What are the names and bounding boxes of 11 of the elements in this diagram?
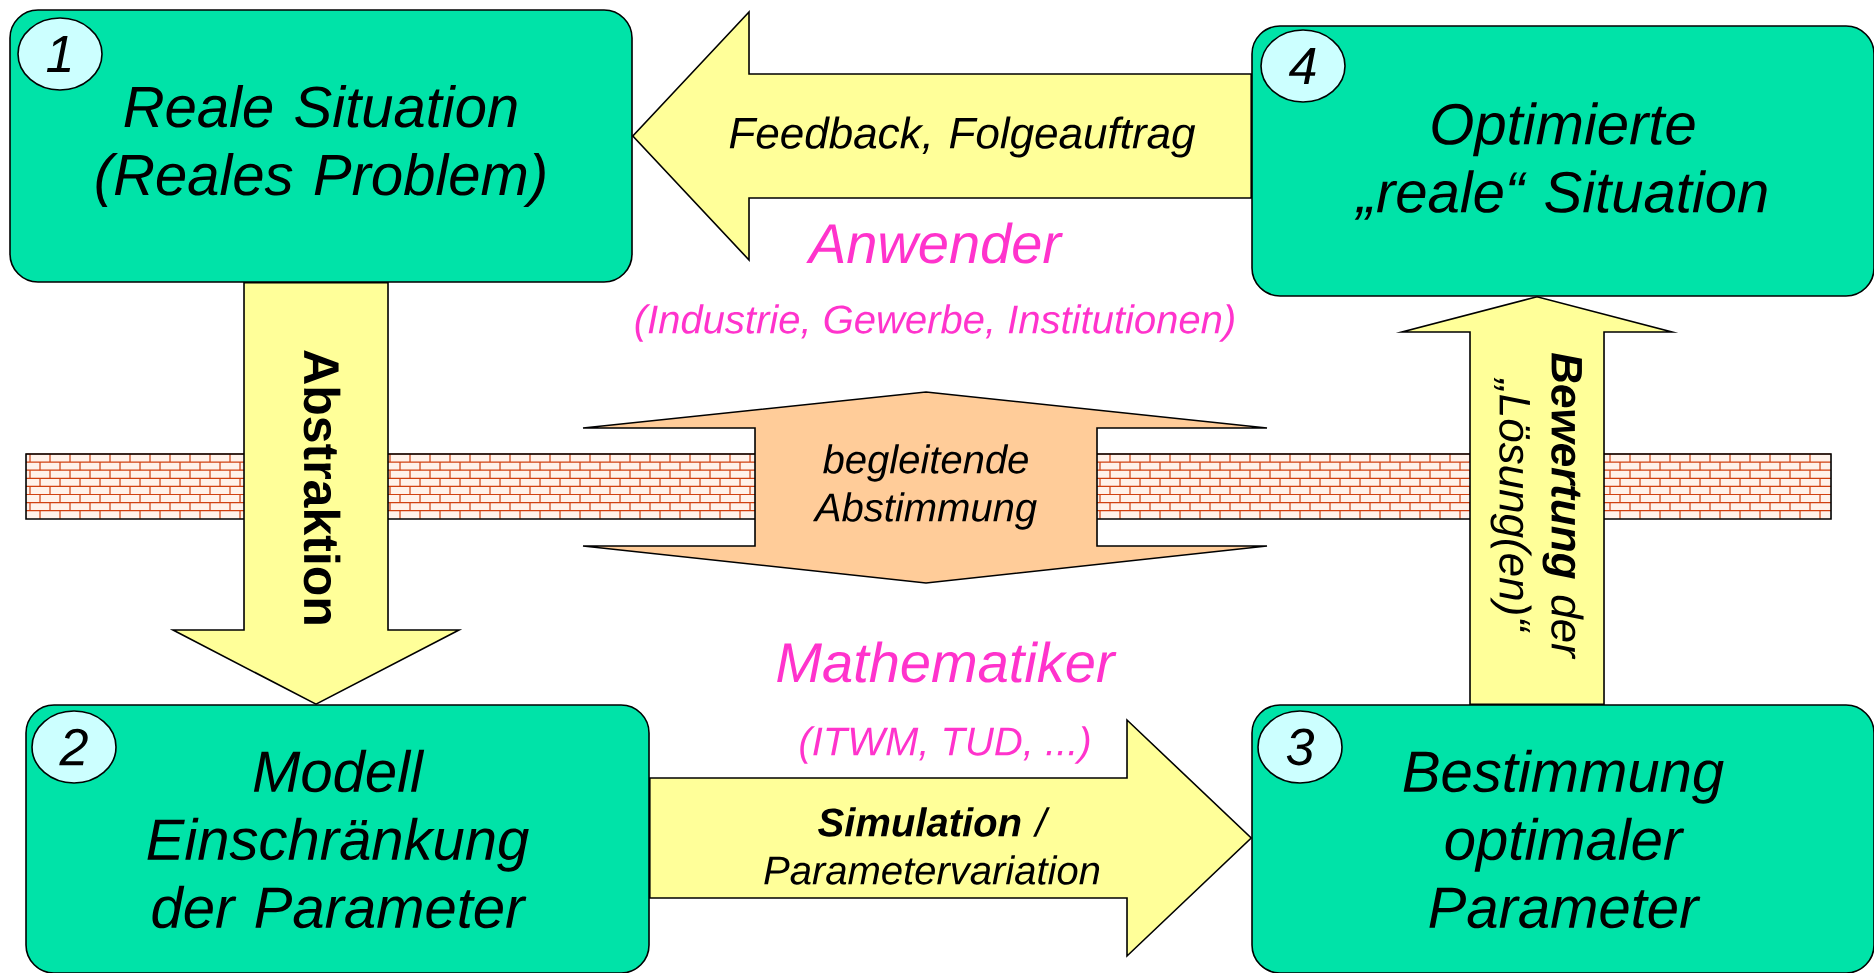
- role-label: Mathematiker: [777, 641, 1117, 683]
- block-arrow: [1395, 295, 1679, 705]
- block-arrow: [169, 282, 463, 706]
- block-arrow: [649, 718, 1253, 958]
- role-label: (ITWM, TUD, ...): [800, 726, 1090, 764]
- role-label: Anwender: [806, 222, 1063, 264]
- edge-label: Feedback, Folgeauftrag: [729, 116, 1196, 158]
- role-label: (Industrie, Gewerbe, Institutionen): [635, 304, 1234, 342]
- edge-label: Abstraktion: [303, 350, 341, 624]
- edge-label: Simulation / Parametervariation: [764, 807, 1100, 885]
- block-arrow: [631, 9, 1252, 263]
